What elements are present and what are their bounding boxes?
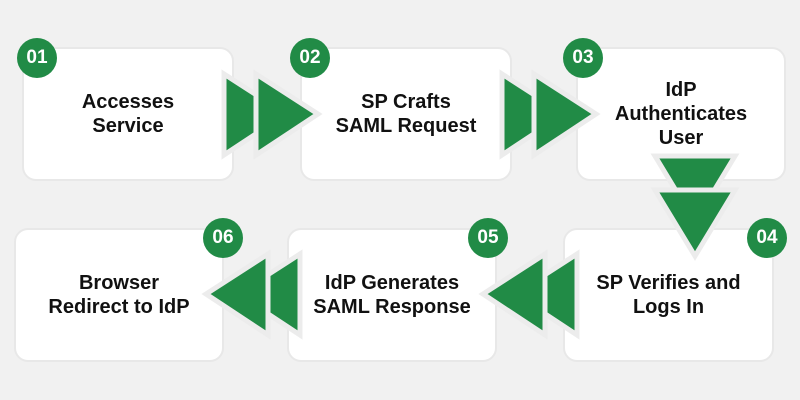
step-badge-02: 02 (290, 38, 330, 78)
step-label: Browser Redirect to IdP (48, 272, 190, 318)
step-label: SP Verifies and Logs In (596, 272, 741, 318)
step-label: IdP Authenticates User (614, 79, 748, 149)
arrow-right-icon (221, 69, 323, 160)
step-card-04: SP Verifies and Logs In (563, 228, 774, 362)
step-label: SP Crafts SAML Request (335, 91, 477, 137)
step-label: IdP Generates SAML Response (313, 272, 471, 318)
arrow-down-icon (650, 153, 740, 261)
step-card-06: Browser Redirect to IdP (14, 228, 224, 362)
step-badge-04: 04 (747, 218, 787, 258)
arrow-left-icon (478, 249, 580, 340)
step-badge-01: 01 (17, 38, 57, 78)
step-badge-05: 05 (468, 218, 508, 258)
step-badge-03: 03 (563, 38, 603, 78)
arrow-right-icon (499, 69, 601, 160)
step-label: Accesses Service (81, 91, 175, 137)
arrow-left-icon (201, 249, 303, 340)
step-badge-06: 06 (203, 218, 243, 258)
step-card-01: Accesses Service (22, 47, 234, 181)
